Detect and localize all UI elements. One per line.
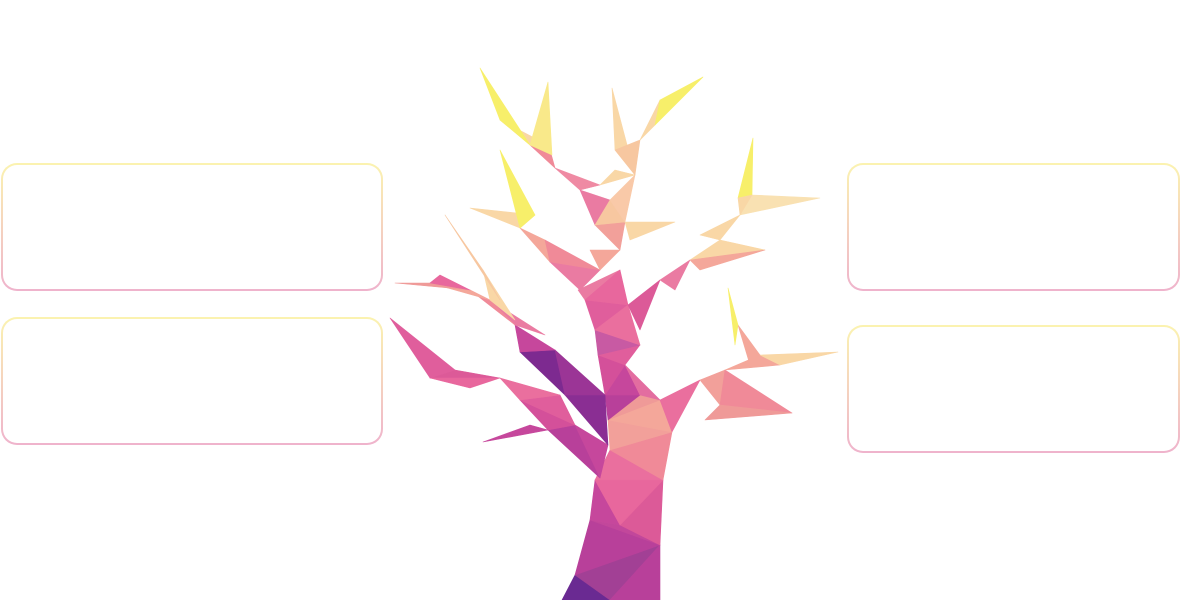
- tree-facet: [699, 214, 741, 241]
- tree-facet: [499, 149, 536, 229]
- branch-upper-right: [627, 137, 821, 331]
- tree-facet: [659, 259, 691, 291]
- tree-facet: [624, 364, 661, 401]
- branch-lower-right: [659, 287, 839, 433]
- tree-facet: [514, 324, 556, 353]
- branch-middle-left: [394, 214, 609, 446]
- tree-facet: [389, 317, 456, 379]
- tree-trunk: [561, 269, 673, 600]
- tree-facet: [737, 137, 754, 199]
- tree-facet: [589, 249, 621, 271]
- tree-facet: [654, 76, 704, 126]
- tree-facet: [554, 349, 606, 396]
- tree-facet: [659, 379, 701, 433]
- tree-facet: [594, 304, 641, 346]
- tree-facet: [737, 324, 761, 366]
- tree-facet: [614, 139, 641, 176]
- tree-facet: [499, 377, 561, 401]
- tree-facet: [429, 274, 471, 291]
- tree-facet: [609, 544, 661, 600]
- tree-facet: [737, 194, 753, 216]
- branch-lower-left: [389, 317, 609, 479]
- tree-facet: [727, 287, 739, 346]
- tree-facet: [599, 169, 636, 186]
- tree-facet: [519, 227, 551, 263]
- tree-facet: [482, 269, 516, 321]
- tree-facet: [624, 221, 676, 241]
- text-panel-right-bottom: [847, 325, 1180, 453]
- branch-upper-left: [469, 149, 621, 291]
- tree-facet: [554, 167, 601, 191]
- tree-facet: [529, 81, 553, 156]
- tree-facet: [594, 221, 626, 251]
- tree-facet: [479, 67, 531, 146]
- text-panel-left-bottom: [1, 317, 383, 445]
- tree-facet: [689, 249, 766, 271]
- branch-top-right: [609, 76, 704, 241]
- branch-top-left: [479, 67, 636, 251]
- tree-facet: [429, 377, 501, 389]
- tree-facet: [574, 424, 609, 479]
- tree-facet: [444, 214, 501, 301]
- tree-facet: [759, 351, 839, 366]
- tree-facet: [544, 239, 601, 271]
- text-panel-left-top: [1, 163, 383, 291]
- tree-facet: [627, 279, 661, 331]
- tree-facet: [609, 174, 636, 223]
- tree-facet: [584, 269, 629, 306]
- tree-facet: [482, 424, 549, 443]
- tree-facet: [739, 194, 821, 216]
- text-panel-right-top: [847, 163, 1180, 291]
- tree-facet: [704, 404, 793, 421]
